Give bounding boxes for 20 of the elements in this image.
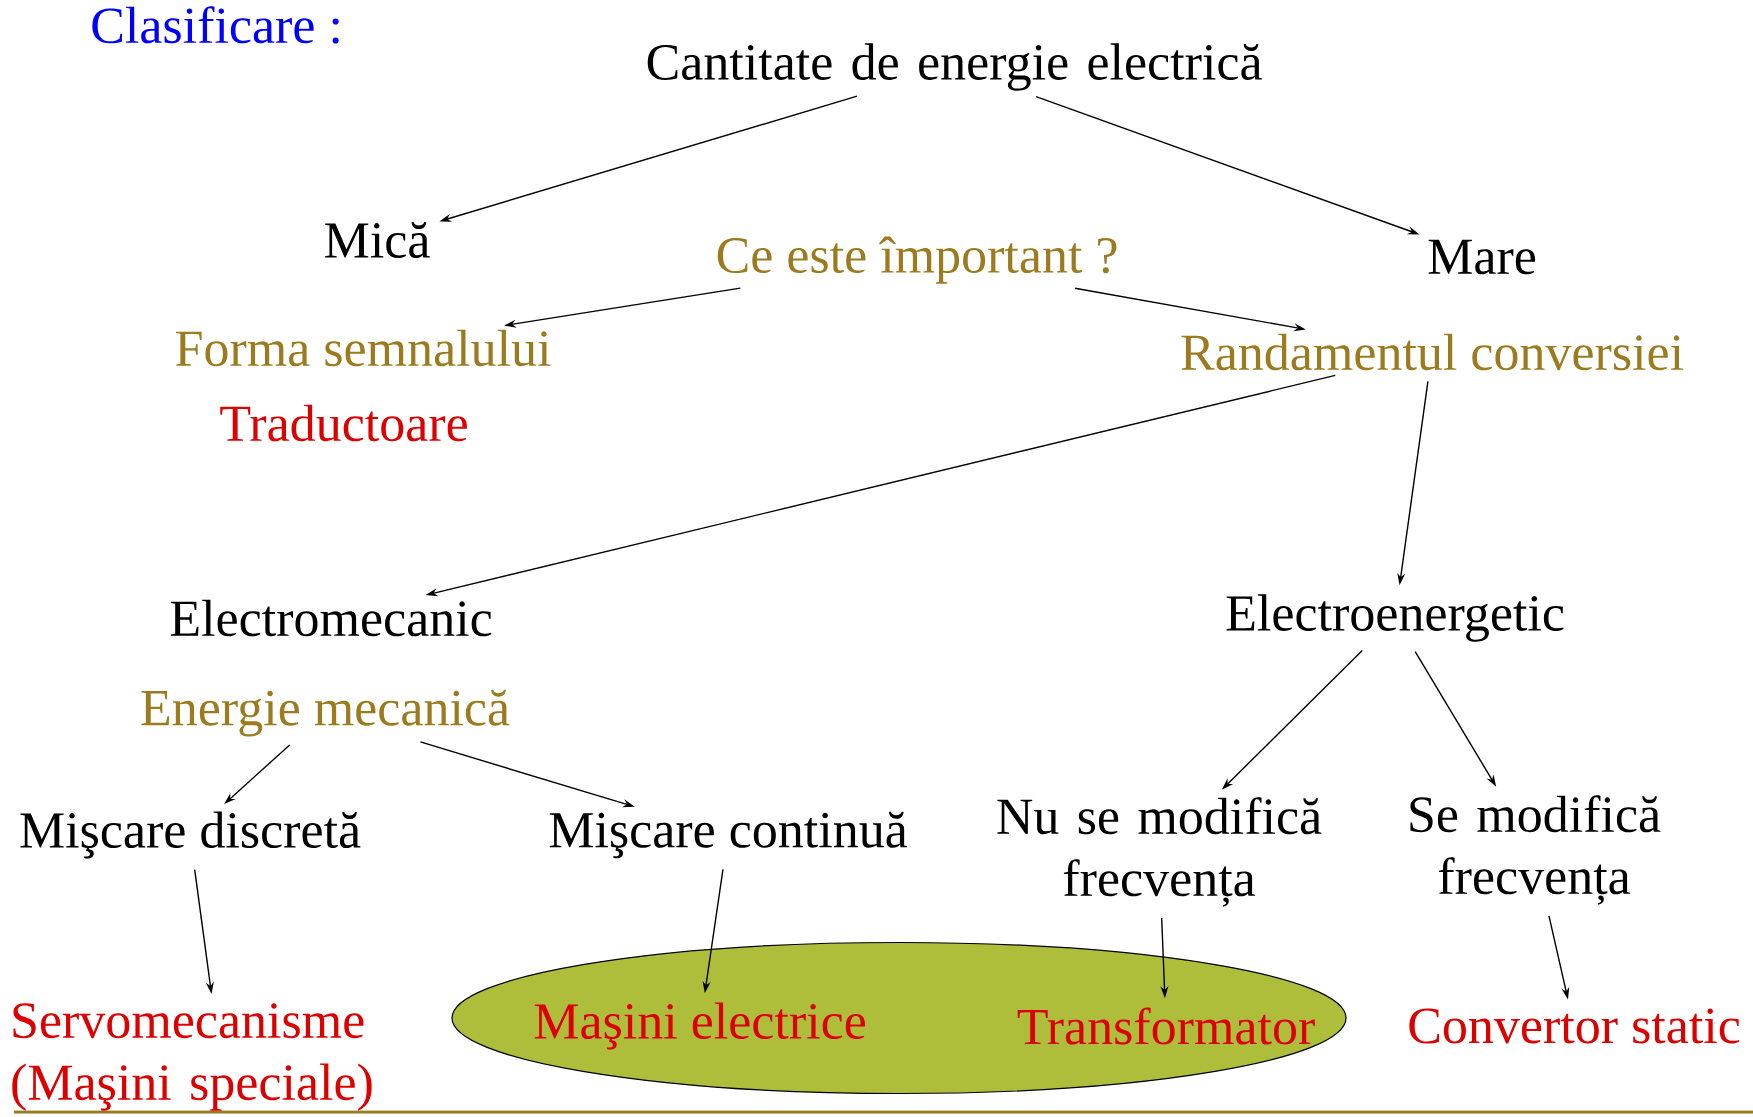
node-text: Mică — [325, 222, 430, 258]
node-text: Energie mecanică — [141, 689, 510, 737]
node-text: Traductoare — [220, 404, 467, 442]
node-text: Forma semnalului — [176, 329, 551, 367]
node-text: Servomecanisme (Maşini speciale) — [12, 1003, 372, 1111]
node-text: Nu se modifică frecvența — [997, 797, 1322, 907]
node-text: Randamentul conversiei — [1181, 333, 1684, 371]
node-text: Maşini electrice — [534, 1002, 866, 1050]
node-text: Ce este împortant ? — [717, 236, 1117, 284]
node-text: Convertor static — [1409, 1008, 1740, 1044]
heading: Clasificare : — [92, 6, 339, 44]
node-text: Electroenergetic — [1226, 594, 1564, 642]
ellipse-shape — [451, 941, 1347, 1095]
node-text: Mişcare continuă — [549, 811, 908, 859]
node-text: Se modifică frecvența — [1410, 795, 1661, 905]
node-text: Electromecanic — [170, 599, 492, 637]
node-text: Transformator — [1017, 1007, 1315, 1045]
node-text: Cantitate de energie electrică — [647, 43, 1262, 91]
node-text: Mare — [1428, 239, 1536, 275]
node-text: Mişcare discretă — [20, 811, 361, 859]
